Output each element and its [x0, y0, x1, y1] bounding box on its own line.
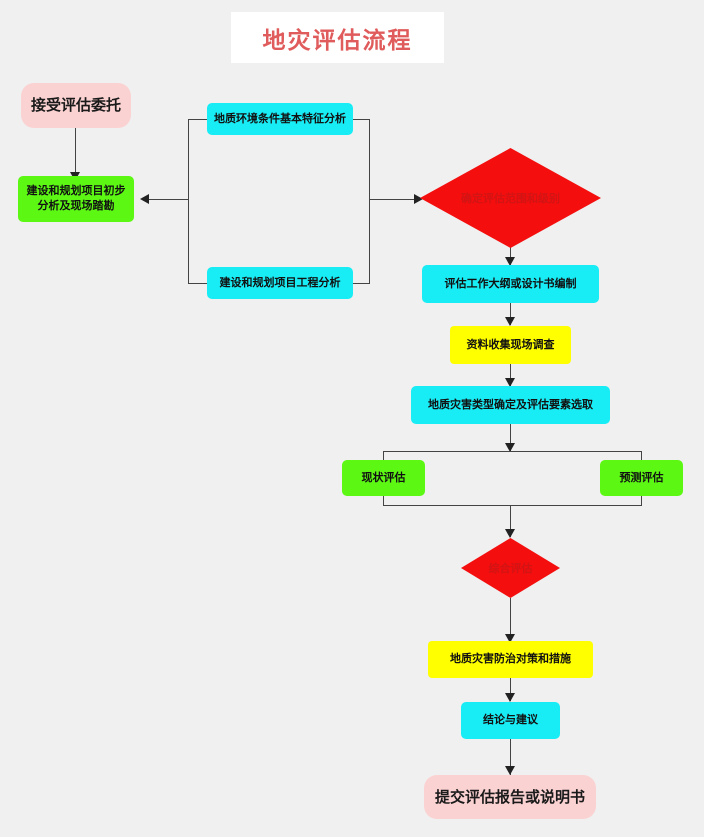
node-label: 结论与建议: [483, 713, 538, 727]
edge-n6-n7-line: [510, 303, 511, 325]
node-label: 提交评估报告或说明书: [434, 787, 585, 806]
node-data-collection-field-survey[interactable]: 资料收集现场调查: [450, 326, 571, 364]
node-preliminary-analysis-site-survey[interactable]: 建设和规划项目初步分析及现场踏勘: [18, 176, 134, 222]
edge-n12-n13-arrow: [505, 693, 515, 702]
node-conclusions-recommendations[interactable]: 结论与建议: [461, 702, 560, 739]
node-label: 建设和规划项目工程分析: [219, 275, 341, 289]
node-label: 建设和规划项目初步分析及现场踏勘: [26, 184, 126, 212]
page-title: 地灾评估流程: [262, 27, 413, 54]
edge-left-to-n2-arrow: [140, 194, 149, 204]
diagram-title-card: 地灾评估流程: [231, 12, 444, 63]
node-label: 评估工作大纲或设计书编制: [444, 276, 577, 290]
node-label: 地质灾害防治对策和措施: [450, 652, 571, 666]
node-predictive-assessment[interactable]: 预测评估: [600, 460, 683, 496]
edge-merge-n11-line: [510, 505, 511, 537]
node-label: 地质环境条件基本特征分析: [214, 111, 346, 125]
edge-n3-right-stub: [352, 119, 370, 120]
diamond-shape: [420, 148, 601, 248]
node-geological-environment-analysis[interactable]: 地质环境条件基本特征分析: [207, 103, 353, 135]
edge-n8-split-line: [510, 424, 511, 451]
edge-right-to-n5-line: [369, 199, 418, 200]
edge-n6-n7-arrow: [505, 317, 515, 326]
node-submit-assessment-report[interactable]: 提交评估报告或说明书: [424, 775, 596, 819]
diamond-shape: [461, 538, 560, 598]
edge-n5-n6-line: [510, 247, 511, 265]
node-label: 预测评估: [619, 470, 664, 484]
edge-merge-n11-arrow: [505, 529, 515, 538]
edge-n11-n12-line: [510, 598, 511, 644]
node-project-engineering-analysis[interactable]: 建设和规划项目工程分析: [207, 267, 353, 299]
node-comprehensive-assessment[interactable]: 综合评估: [461, 538, 560, 598]
edge-right-to-n5-arrow: [414, 194, 423, 204]
edge-n1-n2-line: [75, 128, 76, 174]
edge-n5-n6-arrow: [505, 257, 515, 266]
edge-left-to-n2-line: [146, 199, 188, 200]
node-label: 现状评估: [361, 470, 406, 484]
edge-merge-hbar: [383, 505, 642, 506]
edge-left-bracket-vline: [188, 119, 189, 283]
node-prevention-countermeasures[interactable]: 地质灾害防治对策和措施: [428, 641, 593, 678]
edge-n8-split-arrow: [505, 443, 515, 452]
edge-split-left-drop: [383, 451, 384, 460]
node-assessment-outline-design[interactable]: 评估工作大纲或设计书编制: [422, 265, 599, 303]
node-accept-assessment-commission[interactable]: 接受评估委托: [21, 83, 131, 128]
edge-n4-right-stub: [352, 283, 370, 284]
edge-n12-n13-line: [510, 678, 511, 701]
edge-split-right-drop: [641, 451, 642, 460]
node-label: 综合评估: [488, 562, 533, 575]
node-label: 确定评估范围和级别: [461, 192, 560, 205]
edge-n11-n12-arrow: [505, 634, 515, 643]
edge-split-hbar: [383, 451, 642, 452]
node-label: 地质灾害类型确定及评估要素选取: [428, 397, 593, 411]
edge-merge-right-drop: [641, 496, 642, 505]
edge-n7-n8-arrow: [505, 378, 515, 387]
edge-n13-n14-arrow: [505, 766, 515, 775]
edge-merge-left-drop: [383, 496, 384, 505]
edge-right-bracket-vline: [369, 119, 370, 283]
node-label: 接受评估委托: [30, 96, 121, 115]
edge-n7-n8-line: [510, 364, 511, 386]
edge-n3-left-stub: [188, 119, 208, 120]
edge-n13-n14-line: [510, 739, 511, 775]
edge-n4-left-stub: [188, 283, 208, 284]
node-label: 资料收集现场调查: [466, 337, 555, 351]
node-hazard-type-and-factors[interactable]: 地质灾害类型确定及评估要素选取: [411, 386, 610, 424]
node-determine-scope-and-level[interactable]: 确定评估范围和级别: [420, 148, 601, 248]
node-current-status-assessment[interactable]: 现状评估: [342, 460, 425, 496]
